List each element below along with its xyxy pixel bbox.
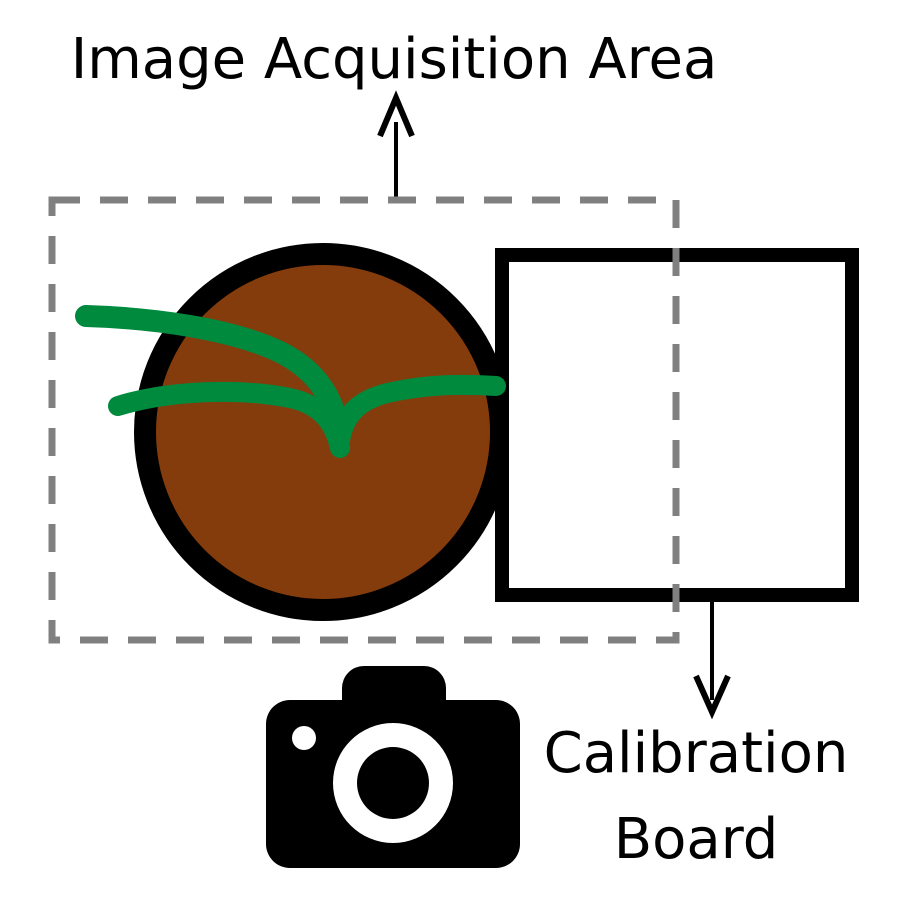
calibration-board-label-line2: Board [614,807,779,872]
plant [75,305,506,458]
camera-icon [266,666,520,868]
acquisition-area-boundary [48,196,680,644]
acquisition-arrow [377,90,415,200]
acquisition-area-label: Image Acquisition Area [71,27,718,92]
calibration-board-label-line1: Calibration [544,721,849,786]
calibration-arrow [693,600,731,720]
soil-pot [134,243,512,621]
